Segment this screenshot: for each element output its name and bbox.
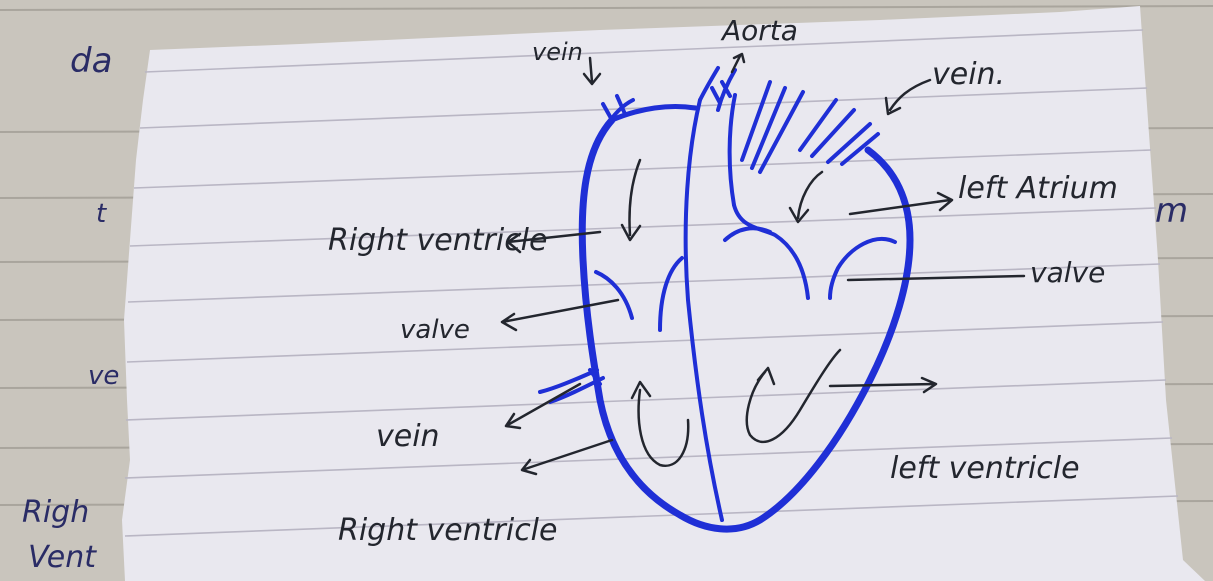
background-word-t: t xyxy=(96,199,107,229)
background-word-righ: Righ xyxy=(22,495,89,530)
label-right-ventricle-upper-text: Right ventricle xyxy=(328,223,547,258)
label-vein-bottom: vein xyxy=(376,419,440,454)
label-valve-right-side: valve xyxy=(1030,256,1105,289)
label-vein-top: vein xyxy=(532,38,583,66)
background-word-vent: Vent xyxy=(28,540,97,575)
background-word-ve: ve xyxy=(88,361,119,391)
label-right-ventricle-lower: Right ventricle xyxy=(338,513,557,548)
label-left-ventricle: left ventricle xyxy=(890,451,1080,486)
label-aorta: Aorta xyxy=(720,14,798,47)
label-right-ventricle-upper-line1: Right ventricle xyxy=(328,223,547,258)
label-vein-top-right: vein. xyxy=(932,57,1005,92)
label-left-atrium: left Atrium xyxy=(958,171,1118,206)
label-valve-left-side: valve xyxy=(400,315,470,345)
background-word-da: da xyxy=(70,41,112,81)
background-word-m: m xyxy=(1155,191,1188,231)
